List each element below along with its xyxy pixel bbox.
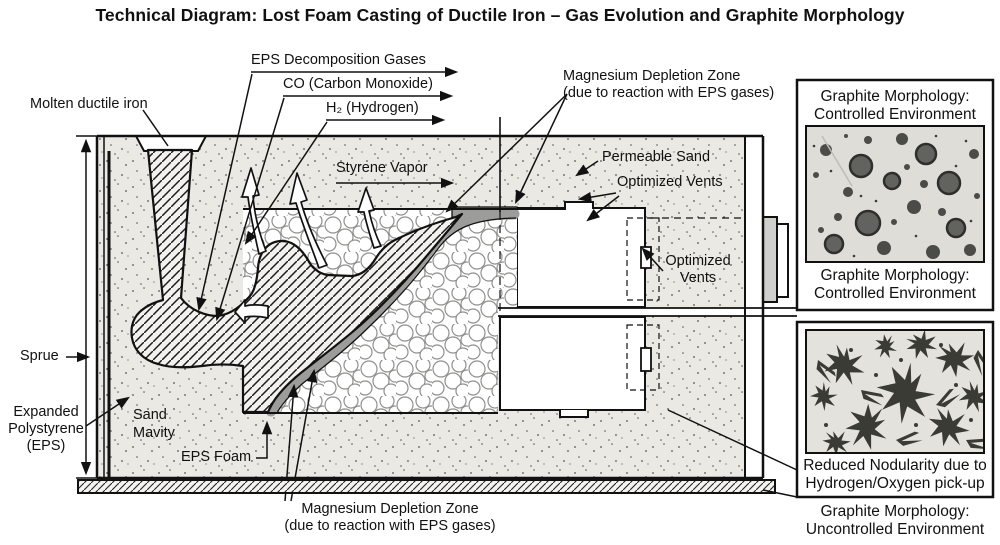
label-co: CO (Carbon Monoxide) (283, 76, 433, 92)
flake-graphite-micrograph (810, 330, 984, 453)
upper-cavity-box (516, 201, 660, 308)
lower-cavity-box (499, 316, 660, 418)
label-molten-ductile-iron: Molten ductile iron (30, 96, 148, 112)
base-plate (77, 479, 776, 494)
label-eps-foam: EPS Foam (181, 449, 252, 465)
page-title: Technical Diagram: Lost Foam Casting of … (95, 5, 905, 25)
dimension-line (76, 135, 98, 479)
sand-cavity-line1: Sand (133, 407, 167, 423)
panel-bottom-inside-line1: Reduced Nodularity due to (803, 457, 987, 474)
sand-cavity-line2: Mavity (133, 425, 175, 442)
panel-bottom-caption-below: Graphite Morphology: Uncontrolled Enviro… (797, 503, 993, 539)
label-h2: H₂ (Hydrogen) (326, 100, 419, 116)
label-eps-decomposition-gases: EPS Decomposition Gases (251, 52, 426, 68)
label-optimized-vents: Optimized Vents (617, 174, 723, 190)
gas-flow-arrows (234, 167, 382, 324)
label-styrene-vapor: Styrene Vapor (336, 160, 428, 176)
pour-cup (134, 135, 208, 152)
eps-line1: Expanded (13, 404, 79, 420)
panel-bottom-below-line2: Uncontrolled Environment (805, 520, 985, 538)
nodular-graphite-micrograph (812, 133, 980, 259)
chill-plate-1 (762, 216, 778, 303)
panel-top-caption-line1: Graphite Morphology: (820, 267, 970, 284)
panel-top-title: Graphite Morphology: Controlled Environm… (797, 88, 993, 124)
panel-top-title-line2: Controlled Environment (814, 105, 976, 123)
label-sprue: Sprue (20, 348, 59, 364)
label-expanded-polystyrene: Expanded Polystyrene (EPS) (0, 404, 92, 455)
panel-bottom-below-line1: Graphite Morphology: (820, 503, 970, 520)
panel-top-caption-line2: Controlled Environment (814, 284, 976, 302)
panel-uncontrolled (795, 320, 995, 499)
panel-bottom-caption-inside: Reduced Nodularity due to Hydrogen/Oxyge… (797, 457, 993, 493)
mg-zone-top-line1: Magnesium Depletion Zone (563, 68, 741, 84)
vent-channel (745, 136, 763, 478)
panel-bottom-inside-line2: Hydrogen/Oxygen pick-up (805, 474, 985, 492)
eps-line2: Polystyrene (8, 421, 84, 438)
gas-arrow-back (234, 299, 269, 324)
label-optimized-vents-inner: Optimized Vents (655, 253, 741, 287)
gas-arrow-2 (289, 172, 328, 269)
panel-connectors (667, 409, 798, 498)
mg-zone-bottom-line1: Magnesium Depletion Zone (301, 501, 479, 517)
label-mg-zone-bottom: Magnesium Depletion Zone (due to reactio… (255, 501, 525, 535)
eps-line3: (EPS) (26, 438, 66, 455)
panel-top-caption: Graphite Morphology: Controlled Environm… (797, 267, 993, 303)
mold-outline (95, 134, 765, 480)
gas-arrow-3 (357, 187, 382, 249)
label-permeable-sand: Permeable Sand (602, 149, 711, 165)
molten-iron-casting (130, 148, 464, 414)
chill-plate-2 (776, 223, 789, 298)
label-sand-cavity: Sand Mavity (133, 406, 175, 442)
mg-zone-top-line2: (due to reaction with EPS gases) (563, 85, 775, 102)
optimized-vents-inner-line2: Vents (679, 270, 717, 287)
optimized-vents-inner-line1: Optimized (665, 253, 731, 269)
panel-top-title-line1: Graphite Morphology: (820, 88, 970, 105)
panel-controlled (795, 78, 995, 312)
mg-zone-bottom-line2: (due to reaction with EPS gases) (284, 518, 496, 535)
label-mg-zone-top: Magnesium Depletion Zone (due to reactio… (563, 68, 774, 102)
parting-line (498, 307, 797, 317)
